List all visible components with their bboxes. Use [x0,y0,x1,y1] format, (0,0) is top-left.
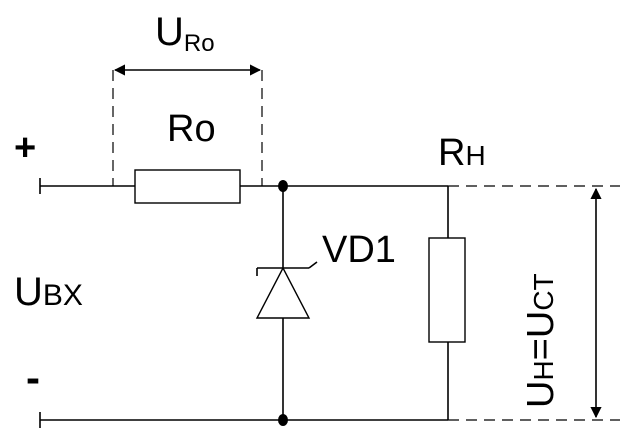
label-rh: RH [438,132,486,174]
label-plus: + [14,127,36,169]
resistor-ro [134,169,241,204]
resistor-load [428,237,466,343]
label-ro: Ro [167,108,216,150]
junction-dot-bottom [278,414,288,426]
junction-dot-top [278,180,288,192]
label-u-ro: URo [155,10,215,57]
label-minus: - [26,354,40,401]
label-u-in: UBX [14,270,83,314]
label-u-out: UH=UCT [520,273,562,408]
label-vd1: VD1 [322,229,396,271]
zener-diode-vd1 [255,261,318,319]
